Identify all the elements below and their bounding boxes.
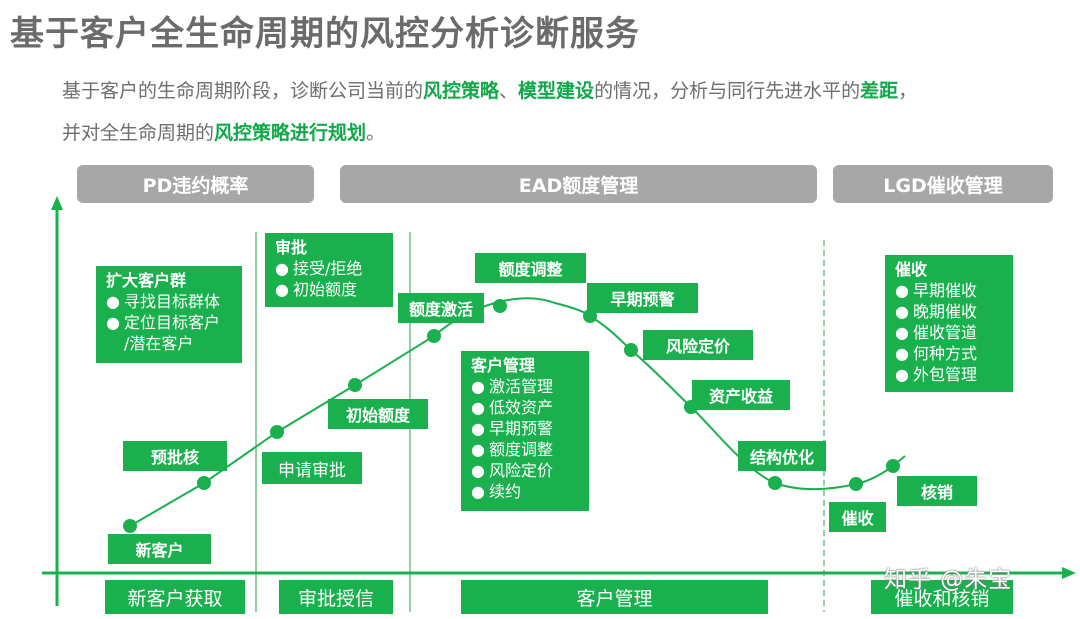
list-item: ●定位目标客户 <box>106 313 221 332</box>
label-collection: 催收 <box>829 502 886 532</box>
list-item: ●风险定价 <box>471 461 554 480</box>
list-item: ●接受/拒绝 <box>275 259 363 278</box>
stage-acquire: 新客户获取 <box>105 580 245 614</box>
collection-box: 催收 ●早期催收 ●晚期催收 ●催收管道 ●何种方式 ●外包管理 <box>885 255 1013 392</box>
expand-box-heading: 扩大客户群 <box>106 271 187 290</box>
x-axis-arrow <box>1062 567 1076 579</box>
node-limit-adjust <box>493 299 507 313</box>
collection-box-heading: 催收 <box>895 260 928 279</box>
node-initial-limit <box>348 378 362 392</box>
label-new-customer: 新客户 <box>108 534 211 564</box>
expand-customer-box: 扩大客户群 ●寻找目标群体 ●定位目标客户 /潜在客户 <box>96 266 242 363</box>
node-write-off <box>886 459 900 473</box>
list-item: ●外包管理 <box>895 365 978 384</box>
stage-approve: 审批授信 <box>279 580 393 614</box>
y-axis-arrow <box>51 196 63 210</box>
node-structure-opt <box>768 476 782 490</box>
description-line-2: 并对全生命周期的风控策略进行规划。 <box>62 122 386 144</box>
page-title: 基于客户全生命周期的风控分析诊断服务 <box>10 14 640 54</box>
label-structure-opt: 结构优化 <box>738 441 826 471</box>
node-pre-approval <box>197 476 211 490</box>
node-apply-approval <box>270 425 284 439</box>
customer-box-heading: 客户管理 <box>471 356 536 375</box>
approval-box-heading: 审批 <box>275 238 308 257</box>
list-item: ●低效资产 <box>471 398 554 417</box>
label-limit-adjust: 额度调整 <box>475 253 586 283</box>
label-asset-yield: 资产收益 <box>692 380 790 410</box>
phase-lgd: LGD催收管理 <box>833 165 1053 203</box>
customer-management-box: 客户管理 ●激活管理 ●低效资产 ●早期预警 ●额度调整 ●风险定价 ●续约 <box>461 351 589 511</box>
watermark: 知乎 @朱宝 <box>884 567 1013 593</box>
list-item: ●续约 <box>471 482 522 501</box>
stage-collect: 催收和核销 <box>871 580 1013 614</box>
label-apply-approval: 申请审批 <box>262 452 362 484</box>
list-item: ●早期催收 <box>895 281 978 300</box>
node-limit-activation <box>427 329 441 343</box>
label-write-off: 核销 <box>897 476 977 506</box>
list-item: /潜在客户 <box>124 334 194 353</box>
list-item: ●催收管道 <box>895 323 978 342</box>
label-limit-activation: 额度激活 <box>398 293 484 323</box>
label-risk-pricing: 风险定价 <box>643 330 753 360</box>
list-item: ●初始额度 <box>275 280 358 299</box>
label-pre-approval: 预批核 <box>123 441 227 471</box>
list-item: ●激活管理 <box>471 377 554 396</box>
list-item: ●何种方式 <box>895 344 978 363</box>
lifecycle-curve <box>129 297 906 527</box>
phase-pd: PD违约概率 <box>77 165 314 203</box>
list-item: ●晚期催收 <box>895 302 978 321</box>
list-item: ●早期预警 <box>471 419 554 438</box>
description-line-1: 基于客户的生命周期阶段，诊断公司当前的风控策略、模型建设的情况，分析与同行先进水… <box>62 80 918 102</box>
list-item: ●额度调整 <box>471 440 554 459</box>
node-new-customer <box>123 519 137 533</box>
label-initial-limit: 初始额度 <box>328 399 428 429</box>
list-item: ●寻找目标群体 <box>106 292 221 311</box>
node-collection <box>849 477 863 491</box>
phase-ead: EAD额度管理 <box>340 165 817 203</box>
stage-manage: 客户管理 <box>461 580 768 614</box>
curve-nodes <box>123 299 900 533</box>
node-risk-pricing <box>624 343 638 357</box>
label-early-warning: 早期预警 <box>587 283 698 313</box>
approval-box: 审批 ●接受/拒绝 ●初始额度 <box>265 233 393 307</box>
